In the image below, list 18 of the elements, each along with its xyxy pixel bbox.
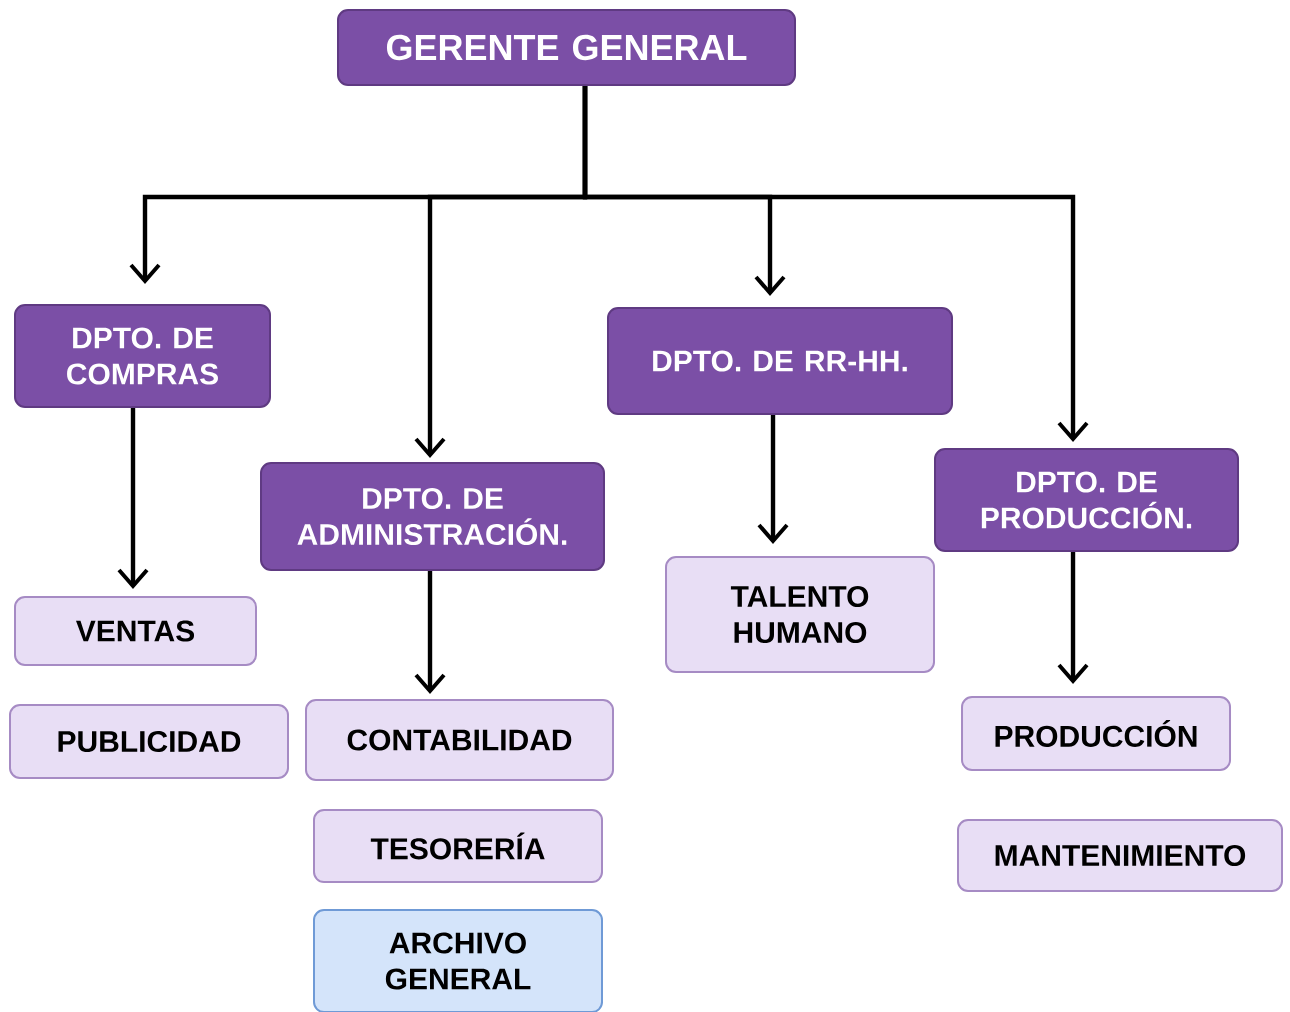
unit-box: VENTAS — [14, 596, 257, 666]
department-box: DPTO. DE COMPRAS — [14, 304, 271, 408]
arrow — [1057, 552, 1089, 684]
unit-box: PUBLICIDAD — [9, 704, 289, 779]
department-box: DPTO. DE ADMINISTRACIÓN. — [260, 462, 605, 571]
unit-box: TALENTO HUMANO — [665, 556, 935, 673]
department-box: DPTO. DE RR-HH. — [607, 307, 953, 415]
arrow — [582, 86, 1089, 442]
arrow — [757, 415, 789, 544]
arrow — [414, 571, 446, 694]
department-box: GERENTE GENERAL — [337, 9, 796, 86]
unit-box: ARCHIVO GENERAL — [313, 909, 603, 1012]
unit-box: CONTABILIDAD — [305, 699, 614, 781]
unit-box: TESORERÍA — [313, 809, 603, 883]
arrow — [117, 408, 149, 589]
unit-box: PRODUCCIÓN — [961, 696, 1231, 771]
department-box: DPTO. DE PRODUCCIÓN. — [934, 448, 1239, 552]
unit-box: MANTENIMIENTO — [957, 819, 1283, 892]
